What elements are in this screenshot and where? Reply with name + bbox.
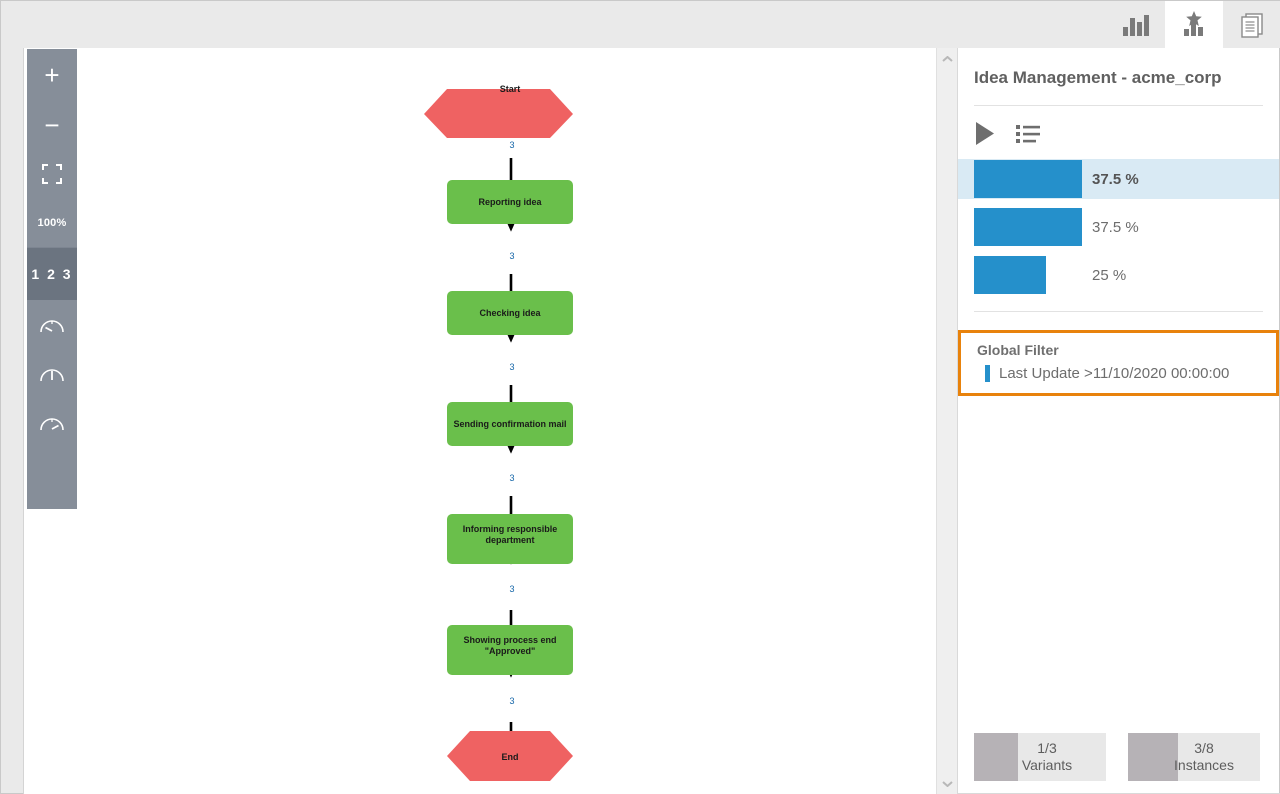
gauge-mid-icon[interactable] [27, 349, 77, 398]
absolute-numbers-button[interactable]: 1 2 3 [27, 248, 77, 300]
gauge-high-icon[interactable] [27, 398, 77, 447]
global-filter-title: Global Filter [977, 342, 1059, 358]
scroll-up-icon[interactable] [937, 50, 957, 68]
counter-bar: 1/3 Variants 3/8 Instances [974, 733, 1260, 781]
node-informing-responsible-department[interactable]: Informing responsible department [447, 514, 573, 564]
variants-counter-fill [974, 733, 1018, 781]
instances-counter-value: 3/8 [1194, 740, 1214, 756]
variants-counter-value: 1/3 [1037, 740, 1057, 756]
node-label: End [502, 752, 519, 762]
filter-text: Last Update >11/10/2020 00:00:00 [999, 365, 1230, 382]
instances-counter-fill [1128, 733, 1178, 781]
top-toolbar [1, 1, 1280, 48]
variant-list: 37.5 % 37.5 % 25 % [958, 159, 1279, 295]
node-label: Checking idea [479, 308, 541, 318]
variant-percent: 37.5 % [1092, 170, 1139, 188]
zoom-out-button[interactable]: − [44, 109, 60, 140]
edge-label: 3 [509, 584, 514, 594]
variant-bar [974, 208, 1082, 246]
node-start[interactable]: Start [424, 84, 573, 138]
global-filter-item[interactable]: Last Update >11/10/2020 00:00:00 [977, 365, 1264, 382]
variant-bar [974, 160, 1082, 198]
instances-counter[interactable]: 3/8 Instances [1128, 733, 1260, 781]
edge-label: 3 [509, 251, 514, 261]
fit-screen-icon[interactable] [27, 149, 77, 198]
canvas-left-toolbar: + − 100% 1 2 3 [27, 49, 77, 509]
list-icon[interactable] [1016, 124, 1040, 144]
variant-row[interactable]: 37.5 % [958, 159, 1279, 199]
node-label-line2: "Approved" [485, 646, 536, 656]
variants-divider [974, 311, 1263, 312]
right-side-panel: Idea Management - acme_corp [957, 48, 1280, 794]
canvas-vertical-scrollbar[interactable] [936, 48, 957, 794]
node-label-line1: Informing responsible [463, 524, 558, 534]
filter-color-swatch [985, 365, 990, 382]
variant-percent: 25 % [1092, 266, 1127, 284]
node-label: Start [500, 84, 521, 94]
variant-percent: 37.5 % [1092, 218, 1139, 236]
variant-row[interactable]: 37.5 % [958, 207, 1279, 247]
edge-label: 3 [509, 473, 514, 483]
play-icon[interactable] [974, 121, 996, 146]
node-end[interactable]: End [447, 731, 573, 781]
edge-label: 3 [509, 696, 514, 706]
scrollbar-thumb[interactable] [937, 48, 957, 794]
edge-label-group: 3 3 3 3 3 3 [509, 140, 514, 706]
gauge-low-icon[interactable] [27, 300, 77, 349]
node-label-line2: department [485, 535, 534, 545]
node-reporting-idea[interactable]: Reporting idea [447, 180, 573, 224]
variants-counter-label: Variants [1021, 757, 1073, 773]
node-label-line1: Showing process end [463, 635, 556, 645]
process-graph-canvas[interactable]: 3 3 3 3 3 3 Start Reporting idea Checkin… [23, 48, 957, 794]
node-label: Sending confirmation mail [453, 419, 566, 429]
panel-action-bar [958, 106, 1279, 159]
global-filter-panel[interactable]: Global Filter Last Update >11/10/2020 00… [958, 330, 1279, 396]
starred-chart-icon[interactable] [1165, 1, 1223, 48]
instances-counter-label: Instances [1174, 757, 1234, 773]
node-sending-confirmation-mail[interactable]: Sending confirmation mail [447, 402, 573, 446]
node-label: Reporting idea [478, 197, 542, 207]
node-checking-idea[interactable]: Checking idea [447, 291, 573, 335]
toolbar-divider [27, 247, 77, 248]
bar-chart-icon[interactable] [1107, 1, 1165, 48]
title-divider [974, 105, 1263, 106]
edge-label: 3 [509, 140, 514, 150]
zoom-in-button[interactable]: + [44, 59, 60, 90]
page-title: Idea Management - acme_corp [974, 68, 1222, 87]
variant-bar [974, 256, 1046, 294]
variant-row[interactable]: 25 % [958, 255, 1279, 295]
zoom-level-label[interactable]: 100% [37, 216, 67, 229]
node-showing-process-end[interactable]: Showing process end "Approved" [447, 625, 573, 675]
edge-label: 3 [509, 362, 514, 372]
variants-counter[interactable]: 1/3 Variants [974, 733, 1106, 781]
documents-icon[interactable] [1223, 1, 1280, 48]
process-flow-diagram: 3 3 3 3 3 3 Start Reporting idea Checkin… [424, 84, 573, 781]
scroll-down-icon[interactable] [937, 774, 957, 792]
